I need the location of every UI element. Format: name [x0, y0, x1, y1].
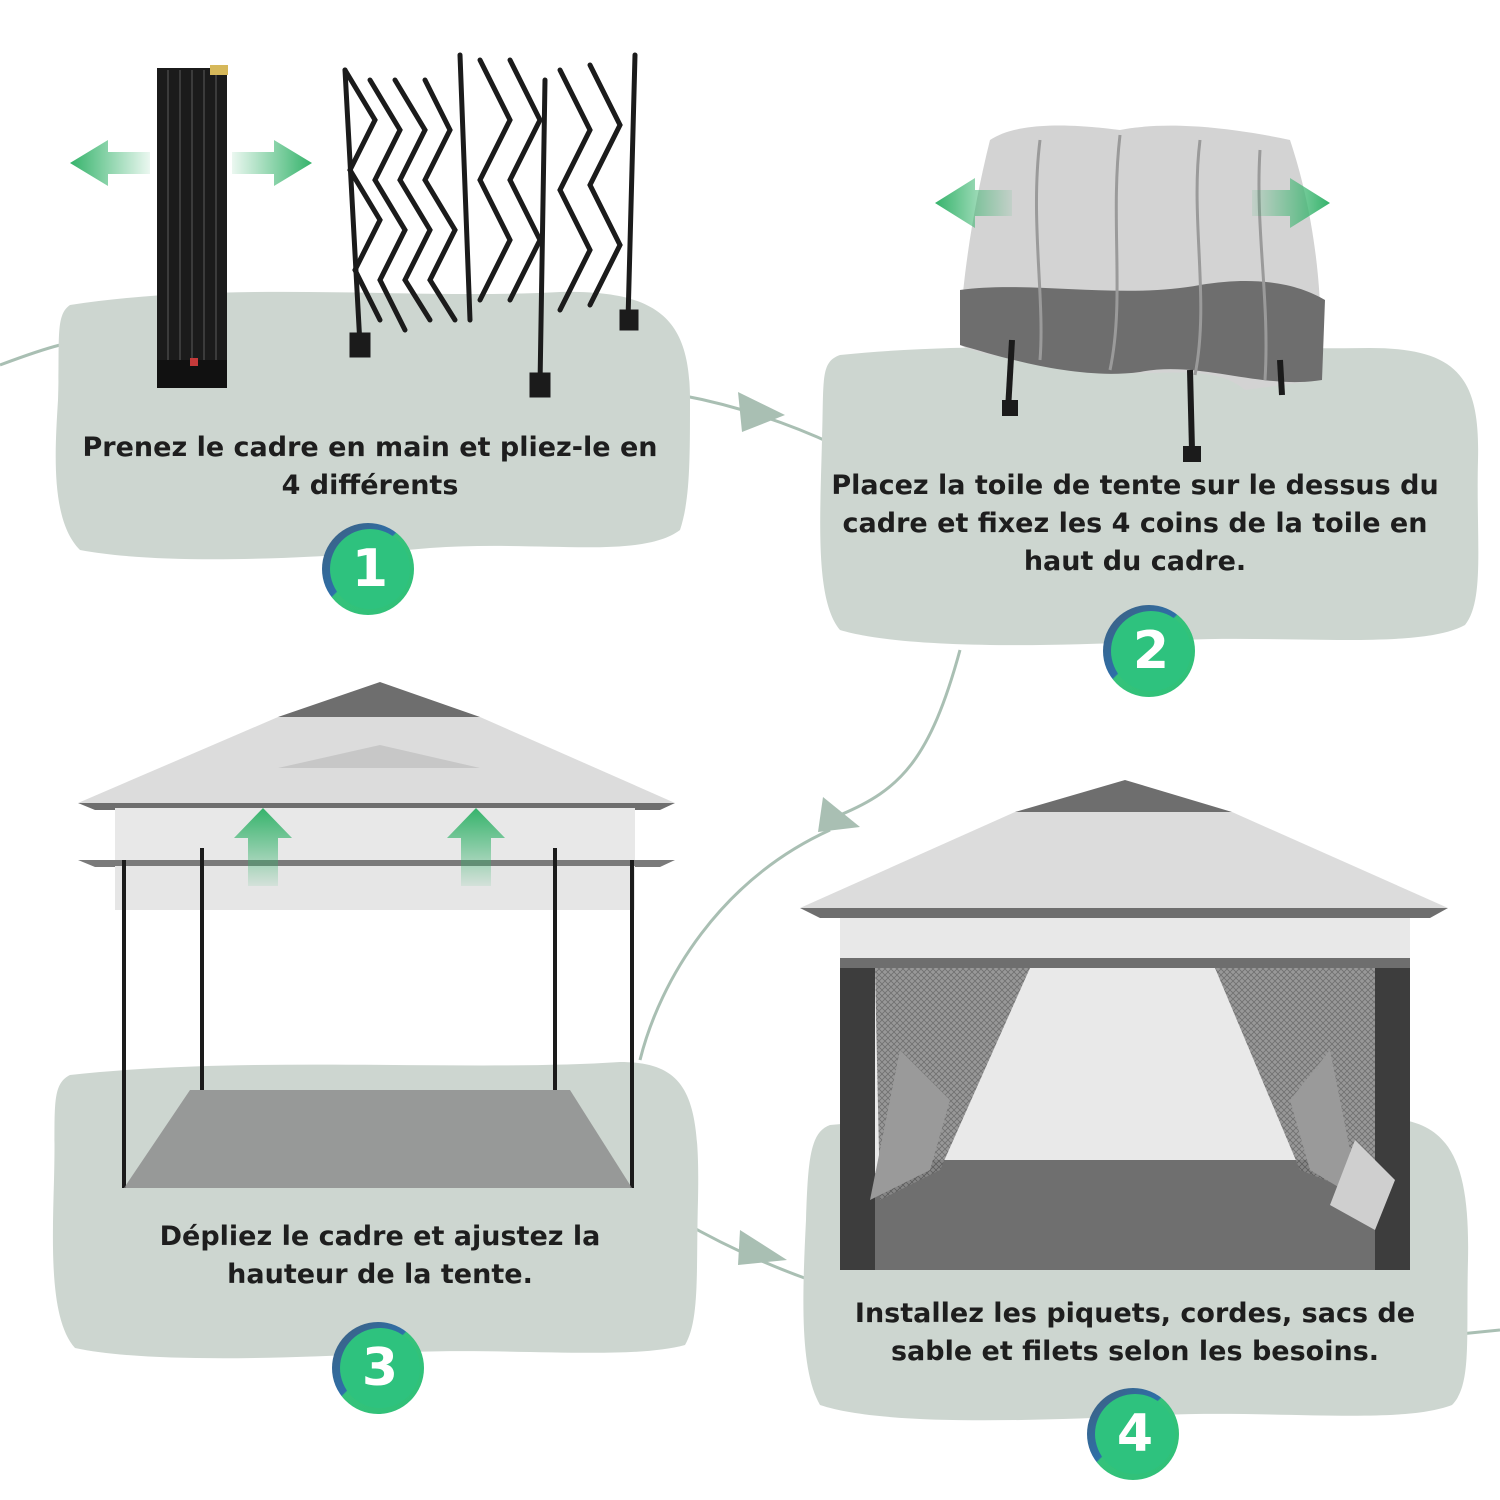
step-4-badge: 4: [1087, 1388, 1179, 1480]
expanded-frame-illustration: [342, 52, 639, 398]
step-4-number: 4: [1116, 1404, 1154, 1464]
expand-arrow-icon: [935, 178, 1330, 228]
step-4-caption-line: Installez les piquets, cordes, sacs de: [854, 1298, 1416, 1329]
step-1-caption-line: 4 différents: [281, 470, 459, 501]
step-3-caption-line: Dépliez le cadre et ajustez la: [159, 1221, 601, 1252]
step-4-caption: Installez les piquets, cordes, sacs de s…: [830, 1295, 1440, 1371]
step-1-badge: 1: [322, 523, 414, 615]
flow-arrow-icon: [738, 392, 860, 1265]
step-1-caption: Prenez le cadre en main et pliez-le en 4…: [60, 429, 680, 505]
step-4-caption-line: sable et filets selon les besoins.: [890, 1336, 1380, 1367]
step-2-badge: 2: [1103, 605, 1195, 697]
expand-arrow-icon: [70, 140, 312, 186]
step-3-caption: Dépliez le cadre et ajustez la hauteur d…: [80, 1218, 680, 1294]
step-2-caption: Placez la toile de tente sur le dessus d…: [830, 467, 1440, 581]
lift-arrow-icon: [234, 808, 505, 886]
finished-gazebo-illustration: [800, 780, 1448, 1270]
step-2-caption-line: haut du cadre.: [1023, 546, 1247, 577]
draped-cover-illustration: [960, 125, 1325, 462]
step-2-caption-line: cadre et fixez les 4 coins de la toile e…: [842, 508, 1428, 539]
step-1-panel: [55, 291, 690, 560]
step-2-panel: [820, 346, 1479, 646]
step-2-caption-line: Placez la toile de tente sur le dessus d…: [831, 470, 1439, 501]
step-3-badge: 3: [332, 1322, 424, 1414]
rising-canopy-illustration: [78, 682, 675, 1188]
step-3-number: 3: [361, 1338, 399, 1398]
step-1-caption-line: Prenez le cadre en main et pliez-le en: [82, 432, 658, 463]
folded-frame-illustration: [157, 65, 228, 388]
step-1-number: 1: [351, 539, 389, 599]
step-2-number: 2: [1132, 621, 1170, 681]
step-3-caption-line: hauteur de la tente.: [227, 1259, 533, 1290]
